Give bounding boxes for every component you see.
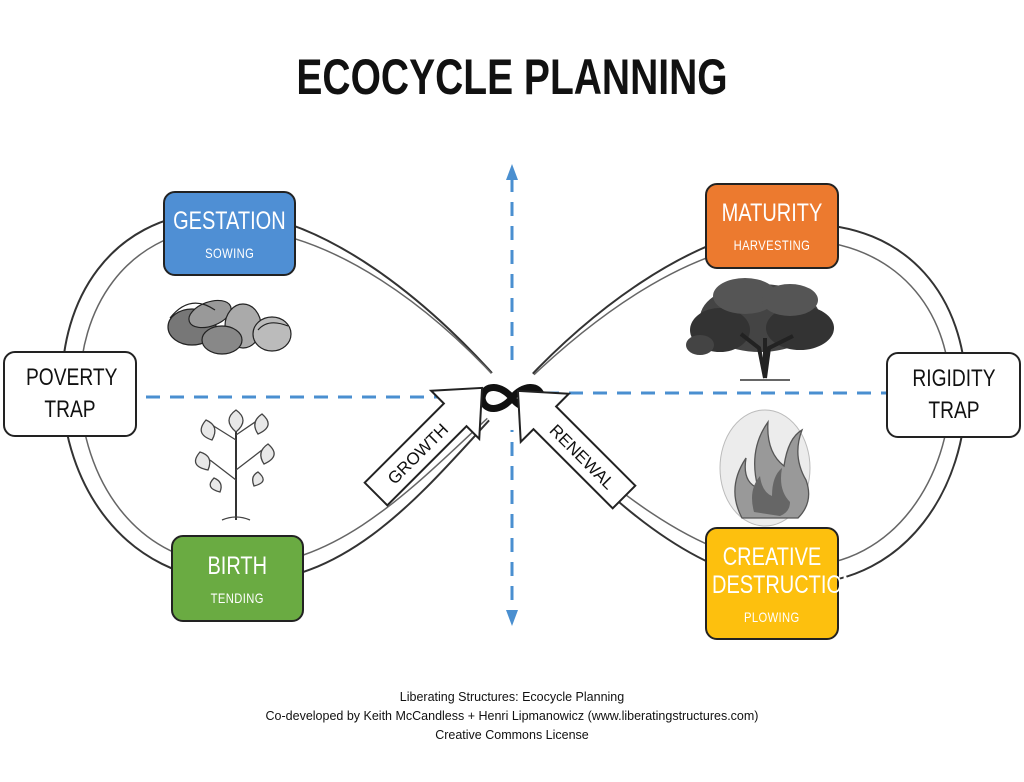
creative-destruction-label: CREATIVE DESTRUCTION <box>712 542 857 599</box>
sapling-illustration <box>194 409 275 521</box>
maturity-box: MATURITY HARVESTING <box>705 183 839 269</box>
rigidity-trap-label: RIGIDITY TRAP <box>911 365 996 424</box>
renewal-arrow: RENEWAL <box>516 389 637 510</box>
poverty-trap-box: POVERTY TRAP <box>3 351 137 437</box>
footer-line-1: Liberating Structures: Ecocycle Planning <box>399 690 625 704</box>
rigidity-trap-box: RIGIDITY TRAP <box>886 352 1021 438</box>
footer-line-3: Creative Commons License <box>435 728 589 742</box>
creative-destruction-box: CREATIVE DESTRUCTION PLOWING <box>705 527 857 640</box>
tree-illustration <box>686 278 834 381</box>
birth-label: BIRTH <box>207 551 268 580</box>
growth-arrow: GROWTH <box>363 386 484 507</box>
maturity-label: MATURITY <box>721 199 823 227</box>
gestation-label: GESTATION <box>173 206 286 235</box>
creative-destruction-sub: PLOWING <box>744 608 800 625</box>
fire-illustration <box>719 409 811 527</box>
acorns-illustration <box>167 299 292 355</box>
birth-box: BIRTH TENDING <box>171 535 304 622</box>
maturity-sub: HARVESTING <box>733 237 811 253</box>
axis-arrow-down <box>506 610 518 626</box>
page-title: ECOCYCLE PLANNING <box>296 49 728 105</box>
axis-arrow-up <box>506 164 518 180</box>
gestation-box: GESTATION SOWING <box>163 191 296 276</box>
footer-line-2: Co-developed by Keith McCandless + Henri… <box>265 709 759 723</box>
gestation-sub: SOWING <box>204 244 255 261</box>
birth-sub: TENDING <box>210 589 265 606</box>
poverty-trap-label: POVERTY TRAP <box>26 364 118 423</box>
